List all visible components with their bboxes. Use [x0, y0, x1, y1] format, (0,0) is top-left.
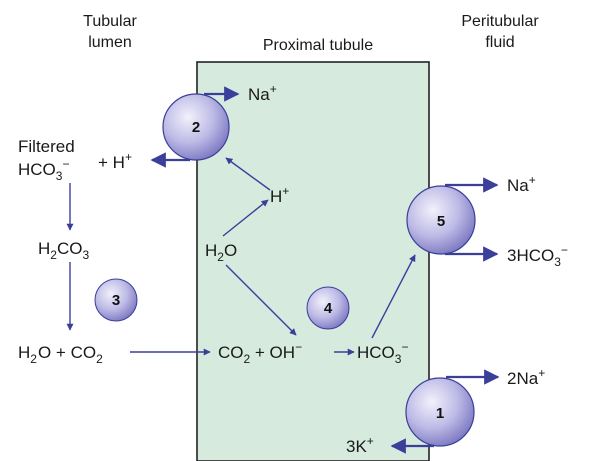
label-h2co3: H2CO3 — [38, 239, 89, 262]
arrow-h2o-to-oh — [225, 264, 297, 336]
label-na-top: Na+ — [248, 82, 277, 104]
label-co2-oh: CO2 + OH− — [218, 340, 302, 366]
label-3k: 3K+ — [346, 434, 374, 456]
marker-1: 1 — [436, 405, 444, 422]
marker-5: 5 — [437, 213, 445, 230]
label-2na-right: 2Na+ — [507, 366, 545, 388]
enzyme-circle-4 — [306, 286, 350, 330]
arrow-h2o-to-h — [222, 199, 269, 237]
label-hco3-cell: HCO3− — [357, 340, 408, 366]
enzyme-circle-3 — [94, 278, 138, 322]
proximal-tubule-cell — [196, 61, 430, 461]
label-filtered: Filtered — [18, 137, 75, 156]
marker-3: 3 — [112, 292, 120, 309]
label-hco3-lumen: HCO3− — [18, 157, 69, 183]
transporter-circle-1 — [405, 377, 475, 447]
arrow-h-to-exchanger — [225, 157, 271, 191]
label-plus-h: + H+ — [98, 150, 132, 172]
header-tubule: Proximal tubule — [263, 37, 373, 54]
marker-2: 2 — [192, 119, 200, 136]
marker-4: 4 — [324, 300, 333, 317]
label-h-cell: H+ — [270, 184, 289, 206]
label-na-right: Na+ — [507, 173, 536, 195]
header-lumen-line2: lumen — [88, 34, 132, 51]
arrow-hco3-to-cotransporter — [371, 254, 416, 339]
transporter-circle-2 — [162, 93, 230, 161]
header-fluid-line2: fluid — [485, 34, 514, 51]
header-fluid-line1: Peritubular — [461, 13, 539, 30]
header-lumen-line1: Tubular — [83, 13, 137, 30]
label-h2o-cell: H2O — [205, 241, 237, 264]
transporter-circle-5 — [406, 185, 476, 255]
label-3hco3-right: 3HCO3− — [507, 243, 568, 269]
label-h2o-co2-lumen: H2O + CO2 — [18, 343, 103, 366]
